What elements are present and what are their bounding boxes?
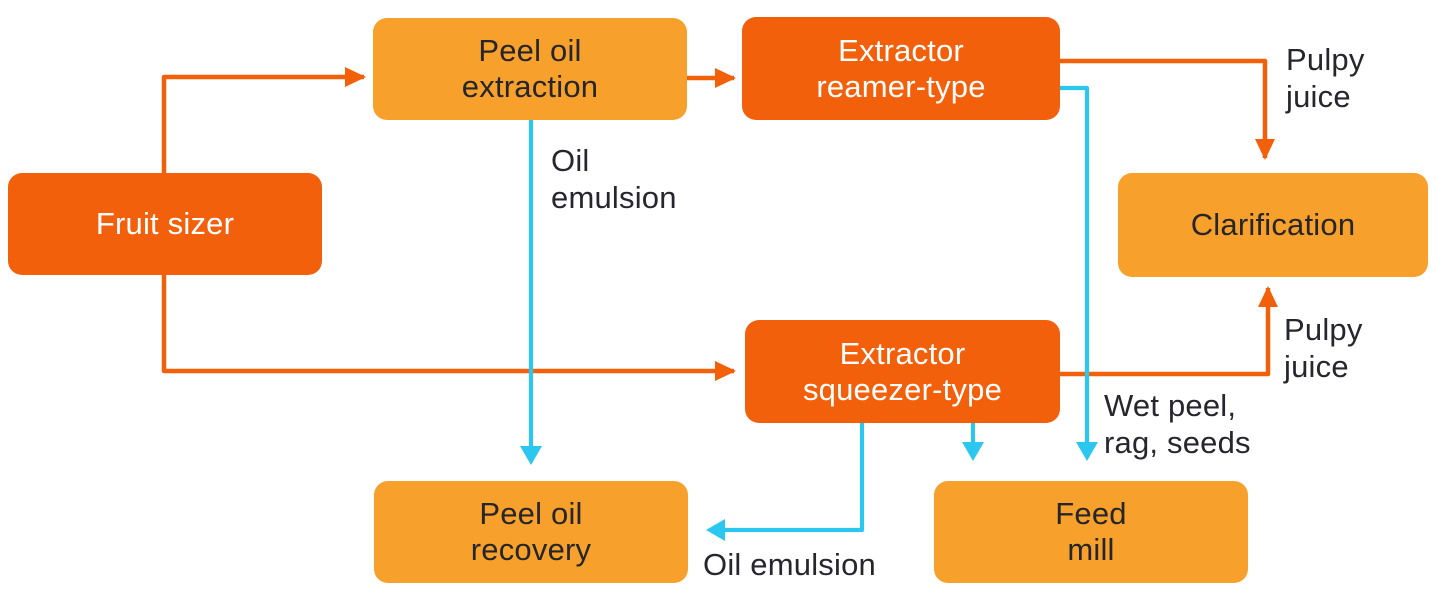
edge-fruit-sizer-to-peel-oil-extraction — [161, 67, 366, 173]
edge-label-oil-emulsion-top: Oil emulsion — [551, 143, 677, 215]
node-clarification: Clarification — [1118, 173, 1428, 277]
edge-label-pulpy-juice-top: Pulpy juice — [1286, 42, 1365, 114]
node-peel-oil-extraction: Peel oil extraction — [373, 18, 687, 120]
edge-extractor-squeezer-to-peel-oil-recovery — [706, 423, 865, 541]
edge-extractor-reamer-to-clarification — [1060, 58, 1275, 160]
edge-label-wet-peel-rag-seeds: Wet peel, rag, seeds — [1104, 388, 1251, 460]
node-feed-mill: Feed mill — [934, 481, 1248, 583]
edge-extractor-reamer-to-feed-mill — [1060, 85, 1098, 461]
edge-label-pulpy-juice-bottom: Pulpy juice — [1284, 312, 1363, 384]
node-fruit-sizer: Fruit sizer — [8, 173, 322, 275]
edge-label-oil-emulsion-bottom: Oil emulsion — [703, 547, 876, 582]
edge-fruit-sizer-to-extractor-squeezer — [161, 275, 736, 381]
node-extractor-reamer-type: Extractor reamer-type — [742, 17, 1060, 120]
node-extractor-squeezer-type: Extractor squeezer-type — [745, 320, 1060, 423]
node-peel-oil-recovery: Peel oil recovery — [374, 481, 688, 583]
edge-extractor-squeezer-to-clarification — [1060, 286, 1278, 377]
